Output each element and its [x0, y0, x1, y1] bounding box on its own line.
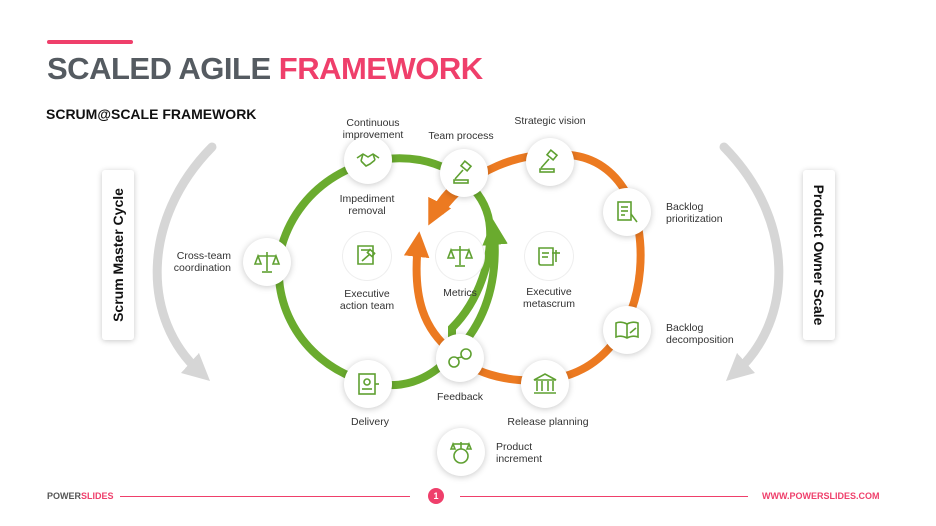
globe-scales-icon: [449, 441, 473, 464]
book-gavel-icon: [615, 321, 639, 339]
backlog-decomposition-node: [603, 306, 651, 354]
impediment-removal-label-line1: Impediment: [339, 193, 395, 205]
scales-icon: [253, 252, 281, 273]
contract-gavel-icon: [357, 245, 376, 265]
backlog-prioritization-label: Backlog prioritization: [666, 201, 723, 225]
scrum-master-cycle-label: Scrum Master Cycle: [110, 188, 126, 322]
page-title-part1: SCALED AGILE: [47, 51, 279, 86]
team-process-label: Team process: [428, 130, 494, 142]
page-title-part2: FRAMEWORK: [278, 51, 483, 86]
footer-brand-a: POWER: [47, 491, 82, 501]
page-number-badge: 1: [428, 488, 444, 504]
executive-metascrum-node: [525, 232, 573, 280]
footer-divider-left: [120, 496, 410, 497]
strategic-vision-node: [526, 138, 574, 186]
executive-action-team-label-line1: Executive: [344, 288, 390, 300]
impediment-removal-label: Impediment removal: [340, 193, 395, 217]
metrics-label: Metrics: [443, 287, 477, 299]
backlog-decomposition-label-line2: decomposition: [666, 334, 734, 346]
scales-icon: [446, 246, 474, 267]
backlog-prioritization-node: [603, 188, 651, 236]
cross-team-coordination-label-line1: Cross-team: [176, 250, 231, 262]
delivery-node: [344, 360, 392, 408]
footer-brand-b: SLIDES: [81, 491, 114, 501]
product-increment-label: Product increment: [496, 441, 542, 465]
footer-divider-right: [460, 496, 748, 497]
executive-action-team-label-line2: action team: [339, 300, 395, 312]
scroll-scales-icon: [538, 247, 560, 266]
handshake-icon: [356, 153, 380, 167]
executive-action-team-node: [343, 232, 391, 280]
continuous-improvement-label-line2: improvement: [342, 129, 404, 141]
continuous-improvement-label: Continuous improvement: [343, 117, 404, 141]
product-owner-scale-card: Product Owner Scale: [803, 170, 835, 340]
continuous-improvement-node: [344, 136, 392, 184]
gavel-icon: [453, 160, 473, 184]
product-increment-label-line2: increment: [496, 453, 543, 465]
footer-brand: POWERSLIDES: [47, 491, 114, 501]
executive-metascrum-label-line1: Executive: [526, 286, 572, 298]
settings-document-icon: [358, 373, 379, 395]
strategic-vision-label: Strategic vision: [514, 115, 586, 127]
product-increment-label-line1: Product: [496, 441, 533, 453]
page-subtitle: SCRUM@SCALE FRAMEWORK: [46, 106, 257, 122]
impediment-removal-label-line2: removal: [348, 205, 386, 217]
delivery-label: Delivery: [351, 416, 389, 428]
executive-action-team-label: Executive action team: [340, 288, 394, 312]
release-planning-node: [521, 360, 569, 408]
product-increment-node: [437, 428, 485, 476]
release-planning-label: Release planning: [507, 416, 589, 428]
page-title: SCALED AGILE FRAMEWORK: [47, 50, 483, 88]
cross-team-coordination-node: [243, 238, 291, 286]
document-gavel-icon: [617, 201, 638, 223]
right-gray-arrow: [719, 142, 784, 382]
cross-team-coordination-label: Cross-team coordination: [174, 250, 231, 274]
backlog-decomposition-label: Backlog decomposition: [666, 322, 734, 346]
cross-team-coordination-label-line2: coordination: [173, 262, 231, 274]
executive-metascrum-label-line2: metascrum: [523, 298, 575, 310]
backlog-prioritization-label-line2: prioritization: [666, 213, 723, 225]
backlog-decomposition-label-line1: Backlog: [666, 322, 704, 334]
metrics-node: [436, 232, 484, 280]
gavel-icon: [539, 149, 559, 173]
product-owner-scale-label: Product Owner Scale: [811, 184, 827, 326]
team-process-node: [440, 149, 488, 197]
courthouse-icon: [533, 373, 557, 394]
backlog-prioritization-label-line1: Backlog: [666, 201, 704, 213]
left-gray-arrow: [152, 142, 217, 382]
executive-metascrum-label: Executive metascrum: [523, 286, 575, 310]
scrum-master-cycle-card: Scrum Master Cycle: [102, 170, 134, 340]
handcuffs-icon: [448, 348, 472, 368]
feedback-label: Feedback: [436, 391, 484, 403]
continuous-improvement-label-line1: Continuous: [346, 117, 400, 129]
footer-website-link[interactable]: WWW.POWERSLIDES.COM: [762, 491, 880, 501]
title-accent-bar: [47, 40, 133, 44]
feedback-node: [436, 334, 484, 382]
